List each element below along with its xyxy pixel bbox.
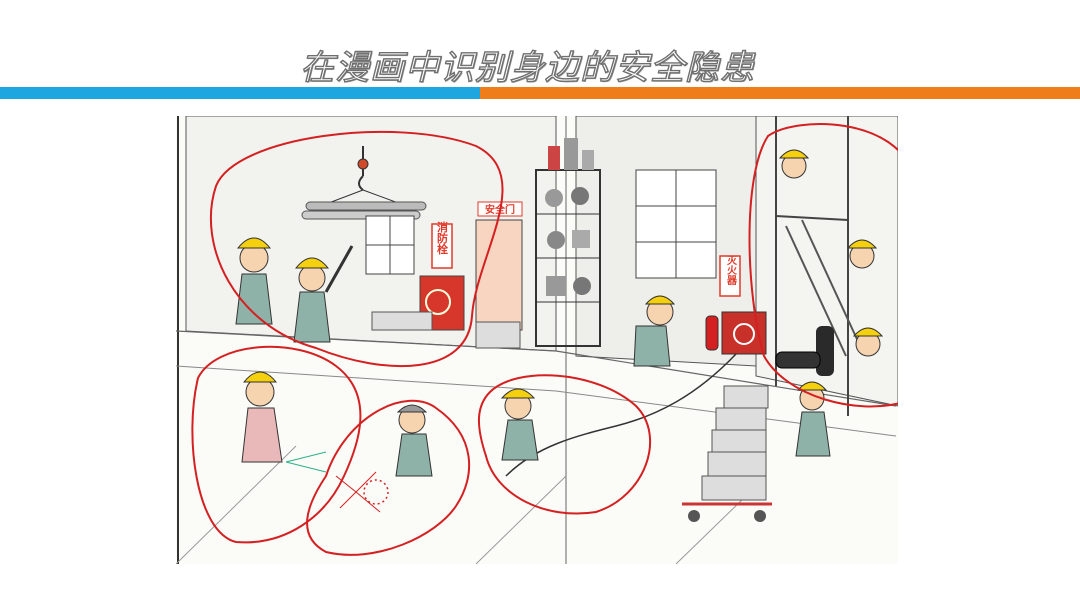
scaffold xyxy=(775,116,863,416)
worker-pointing xyxy=(235,237,354,343)
extinguisher-sign-text: 灭火器 xyxy=(725,255,738,286)
window xyxy=(365,215,415,275)
worker-lifting xyxy=(633,295,676,367)
worker-grinder xyxy=(500,388,539,461)
hazard-circle-welding xyxy=(306,399,471,556)
hydrant-sign: 消防栓 xyxy=(431,220,453,269)
safety-door: 安全门 xyxy=(475,201,523,331)
welding-machine xyxy=(721,311,767,355)
header-bar-right xyxy=(480,87,1080,99)
hazard-circle-grinder xyxy=(477,374,652,515)
gas-cylinder-icon xyxy=(775,326,834,376)
header-bar-left xyxy=(0,87,480,99)
window-right xyxy=(635,169,717,279)
fire-extinguisher-icon xyxy=(705,315,719,351)
worker-lady-grinding xyxy=(241,371,283,463)
hydrant-sign-text: 消防栓 xyxy=(436,220,449,255)
tool-shelf xyxy=(535,138,601,347)
slide-title: 在漫画中识别身边的安全隐患 xyxy=(299,47,755,88)
safety-hazard-cartoon: 消防栓 安全门 xyxy=(176,116,898,564)
hazard-circle-crane xyxy=(209,130,504,368)
hazard-circles xyxy=(191,123,898,556)
sparks xyxy=(285,451,381,513)
cartoon-canvas: 消防栓 安全门 xyxy=(176,116,898,564)
box-stack-cart xyxy=(682,385,772,522)
hazard-circle-grinding xyxy=(191,345,362,544)
hazard-circle-scaffold xyxy=(748,123,898,408)
worker-cap-welding xyxy=(363,404,433,505)
extinguisher-sign: 灭火器 xyxy=(719,255,741,297)
